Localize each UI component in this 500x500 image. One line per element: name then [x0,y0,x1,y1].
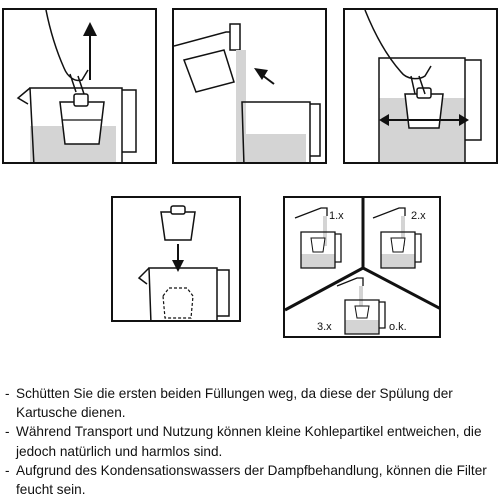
pitcher-handle [465,59,482,141]
pitcher-spout [16,87,31,105]
pitcher-icon-2 [380,231,416,269]
note-text: Während Transport und Nutzung können kle… [16,424,482,459]
pitcher-handle [217,269,230,317]
illustration-insert-cartridge [364,10,482,162]
tap-icon [336,277,364,287]
tap-icon [174,31,235,47]
pitcher-outline [148,267,218,320]
pitcher-handle [310,103,321,157]
instruction-panel-repeat-filling: 1.x 2.x 3.x o.k. [283,196,441,338]
illustration-place-cartridge [137,205,230,320]
illustration-repeat-filling [285,198,439,335]
instruction-panel-remove-cartridge [2,8,157,164]
list-marker: - [5,386,10,401]
list-item: - Schütten Sie die ersten beiden Füllung… [5,384,495,422]
filter-cartridge [183,49,235,93]
instruction-panel-rinse-cartridge [172,8,327,164]
list-marker: - [5,462,10,478]
pitcher-outline [29,87,123,162]
illustration-rinse-cartridge [174,23,321,162]
step-label-third: 3.x [317,321,332,333]
pitcher-spout [137,267,150,285]
filter-cartridge [404,93,444,129]
instruction-panel-place-cartridge [111,196,241,322]
filter-cartridge [160,211,196,241]
step-label-second: 2.x [411,210,426,222]
hand-icon [364,10,432,95]
pitcher-handle [122,89,137,153]
instruction-panel-insert-cartridge [343,8,498,164]
pitcher-outline [378,57,466,162]
note-text: Aufgrund des Kondensationswassers der Da… [16,462,487,498]
list-item: - Aufgrund des Kondensationswassers der … [5,461,495,499]
step-label-first: 1.x [329,210,344,222]
cartridge-grip [73,93,89,107]
step-label-ok: o.k. [389,321,407,333]
list-marker: - [5,424,10,440]
tap-icon [372,207,406,219]
pitcher-icon-3 [344,299,380,335]
water-stream [236,50,246,162]
cartridge-position-outline [162,287,194,319]
pitcher-outline [241,101,311,162]
tap-icon [294,207,328,219]
note-text: Schütten Sie die ersten beiden Füllungen… [16,386,453,421]
list-item: - Während Transport und Nutzung können k… [5,422,495,460]
filter-cartridge [59,101,105,145]
instruction-notes-list: - Schütten Sie die ersten beiden Füllung… [5,384,495,499]
pitcher-icon-1 [300,231,336,269]
illustration-remove-cartridge [16,10,137,162]
hand-icon [45,10,89,95]
